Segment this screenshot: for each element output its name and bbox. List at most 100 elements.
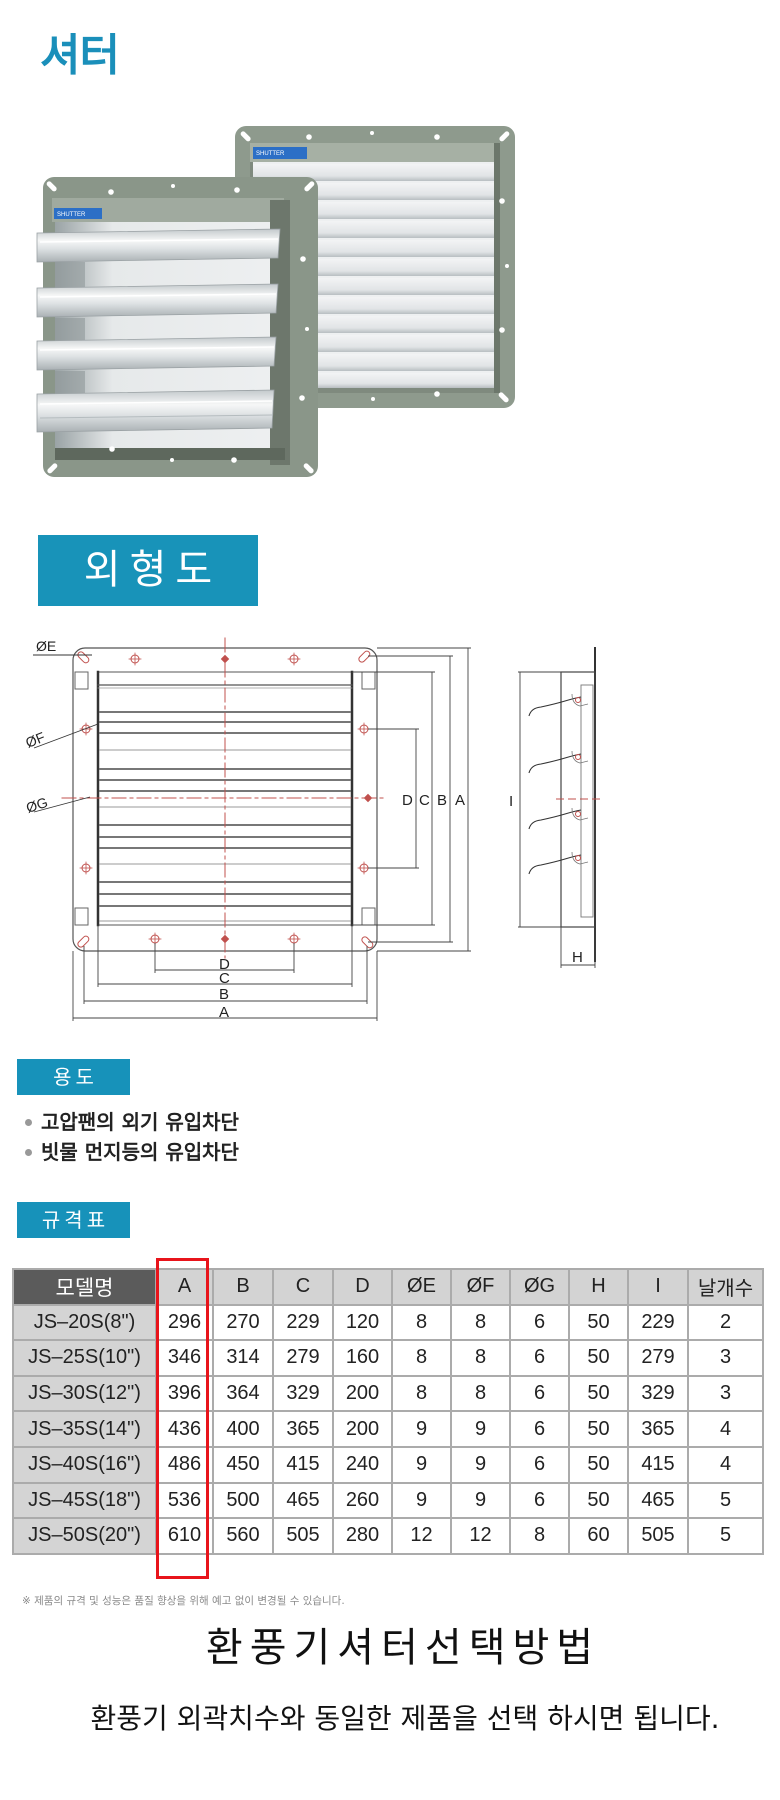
a-cell: 486 (155, 1445, 214, 1484)
blades-cell: 5 (687, 1481, 764, 1520)
b-cell: 560 (212, 1517, 274, 1555)
oe-cell: 9 (391, 1445, 452, 1484)
model-cell: JS–40S(16") (12, 1445, 157, 1484)
og-cell: 6 (509, 1374, 570, 1413)
blades-cell: 4 (687, 1445, 764, 1484)
blades-cell: 5 (687, 1517, 764, 1555)
label-c-vertical: C (419, 792, 430, 809)
usage-heading: 용도 (17, 1059, 130, 1095)
front-shutter-image: SHUTTER (36, 177, 318, 477)
c-cell: 465 (272, 1481, 334, 1520)
d-cell: 200 (332, 1374, 393, 1413)
c-cell: 505 (272, 1517, 334, 1555)
label-d-vertical: D (402, 792, 413, 809)
h-cell: 50 (568, 1303, 629, 1342)
a-cell: 610 (155, 1517, 214, 1555)
blades-cell: 3 (687, 1339, 764, 1377)
b-cell: 364 (212, 1374, 274, 1413)
oe-cell: 9 (391, 1410, 452, 1448)
d-cell: 160 (332, 1339, 393, 1377)
og-cell: 6 (509, 1339, 570, 1377)
i-cell: 465 (627, 1481, 689, 1520)
a-cell: 436 (155, 1410, 214, 1448)
of-cell: 12 (450, 1517, 511, 1555)
list-item: 고압팬의 외기 유입차단 (22, 1107, 239, 1137)
b-cell: 314 (212, 1339, 274, 1377)
d-cell: 260 (332, 1481, 393, 1520)
model-cell: JS–35S(14") (12, 1410, 157, 1448)
spec-table: 모델명 A B C D ØE ØF ØG H I 날개수 JS–20S(8") … (12, 1268, 764, 1555)
table-row: JS–25S(10") 346 314 279 160 8 8 6 50 279… (12, 1339, 764, 1377)
label-i: I (509, 793, 513, 810)
selection-guide-text: 환풍기 외곽치수와 동일한 제품을 선택 하시면 됩니다. (90, 1702, 720, 1735)
oe-cell: 8 (391, 1339, 452, 1377)
label-a-vertical: A (455, 792, 465, 809)
horizontal-dimensions (72, 925, 378, 1021)
page-title: 셔터 (40, 30, 120, 81)
h-cell: 50 (568, 1410, 629, 1448)
label-c-horizontal: C (219, 970, 230, 987)
table-row: JS–50S(20") 610 560 505 280 12 12 8 60 5… (12, 1517, 764, 1555)
column-header-of: ØF (450, 1268, 511, 1306)
h-cell: 50 (568, 1374, 629, 1413)
list-item: 빗물 먼지등의 유입차단 (22, 1137, 239, 1167)
label-og: ØG (24, 794, 50, 816)
column-a-highlight (156, 1258, 209, 1579)
oe-cell: 8 (391, 1303, 452, 1342)
i-cell: 365 (627, 1410, 689, 1448)
og-cell: 6 (509, 1481, 570, 1520)
column-header-i: I (627, 1268, 689, 1306)
i-cell: 229 (627, 1303, 689, 1342)
hole-callouts (33, 654, 99, 813)
selection-guide-heading: 환풍기셔터선택방법 (205, 1625, 601, 1671)
blades-cell: 2 (687, 1303, 764, 1342)
label-a-horizontal: A (219, 1004, 229, 1021)
table-row: JS–45S(18") 536 500 465 260 9 9 6 50 465… (12, 1481, 764, 1520)
b-cell: 500 (212, 1481, 274, 1520)
column-header-og: ØG (509, 1268, 570, 1306)
product-label-text: SHUTTER (57, 212, 86, 218)
label-oe: ØE (36, 638, 56, 654)
c-cell: 329 (272, 1374, 334, 1413)
product-label-text: SHUTTER (256, 151, 285, 157)
blades-cell: 3 (687, 1374, 764, 1413)
c-cell: 279 (272, 1339, 334, 1377)
d-cell: 200 (332, 1410, 393, 1448)
model-cell: JS–20S(8") (12, 1303, 157, 1342)
oe-cell: 9 (391, 1481, 452, 1520)
column-header-model: 모델명 (12, 1268, 157, 1306)
of-cell: 8 (450, 1374, 511, 1413)
a-cell: 536 (155, 1481, 214, 1520)
product-photo: SHUTTER SHUTTER (36, 126, 515, 477)
column-header-c: C (272, 1268, 334, 1306)
outline-drawing: ØE ØF ØG D C B A D C B A (23, 637, 600, 1021)
d-cell: 240 (332, 1445, 393, 1484)
d-cell: 120 (332, 1303, 393, 1342)
outline-drawing-heading: 외형도 (38, 535, 258, 606)
column-header-blades: 날개수 (687, 1268, 764, 1306)
d-cell: 280 (332, 1517, 393, 1555)
c-cell: 229 (272, 1303, 334, 1342)
i-cell: 279 (627, 1339, 689, 1377)
footnote: ※ 제품의 규격 및 성능은 품질 향상을 위해 예고 없이 변경될 수 있습니… (22, 1595, 345, 1607)
h-cell: 50 (568, 1339, 629, 1377)
spec-table-heading: 규격표 (17, 1202, 130, 1238)
h-cell: 60 (568, 1517, 629, 1555)
column-header-b: B (212, 1268, 274, 1306)
vertical-dimensions (352, 647, 471, 952)
of-cell: 9 (450, 1445, 511, 1484)
b-cell: 400 (212, 1410, 274, 1448)
side-view (518, 647, 600, 968)
table-header-row: 모델명 A B C D ØE ØF ØG H I 날개수 (12, 1268, 764, 1306)
table-row: JS–40S(16") 486 450 415 240 9 9 6 50 415… (12, 1445, 764, 1484)
of-cell: 9 (450, 1481, 511, 1520)
b-cell: 450 (212, 1445, 274, 1484)
i-cell: 329 (627, 1374, 689, 1413)
label-h: H (572, 949, 583, 966)
model-cell: JS–25S(10") (12, 1339, 157, 1377)
h-cell: 50 (568, 1445, 629, 1484)
of-cell: 8 (450, 1303, 511, 1342)
og-cell: 6 (509, 1445, 570, 1484)
a-cell: 396 (155, 1374, 214, 1413)
i-cell: 505 (627, 1517, 689, 1555)
